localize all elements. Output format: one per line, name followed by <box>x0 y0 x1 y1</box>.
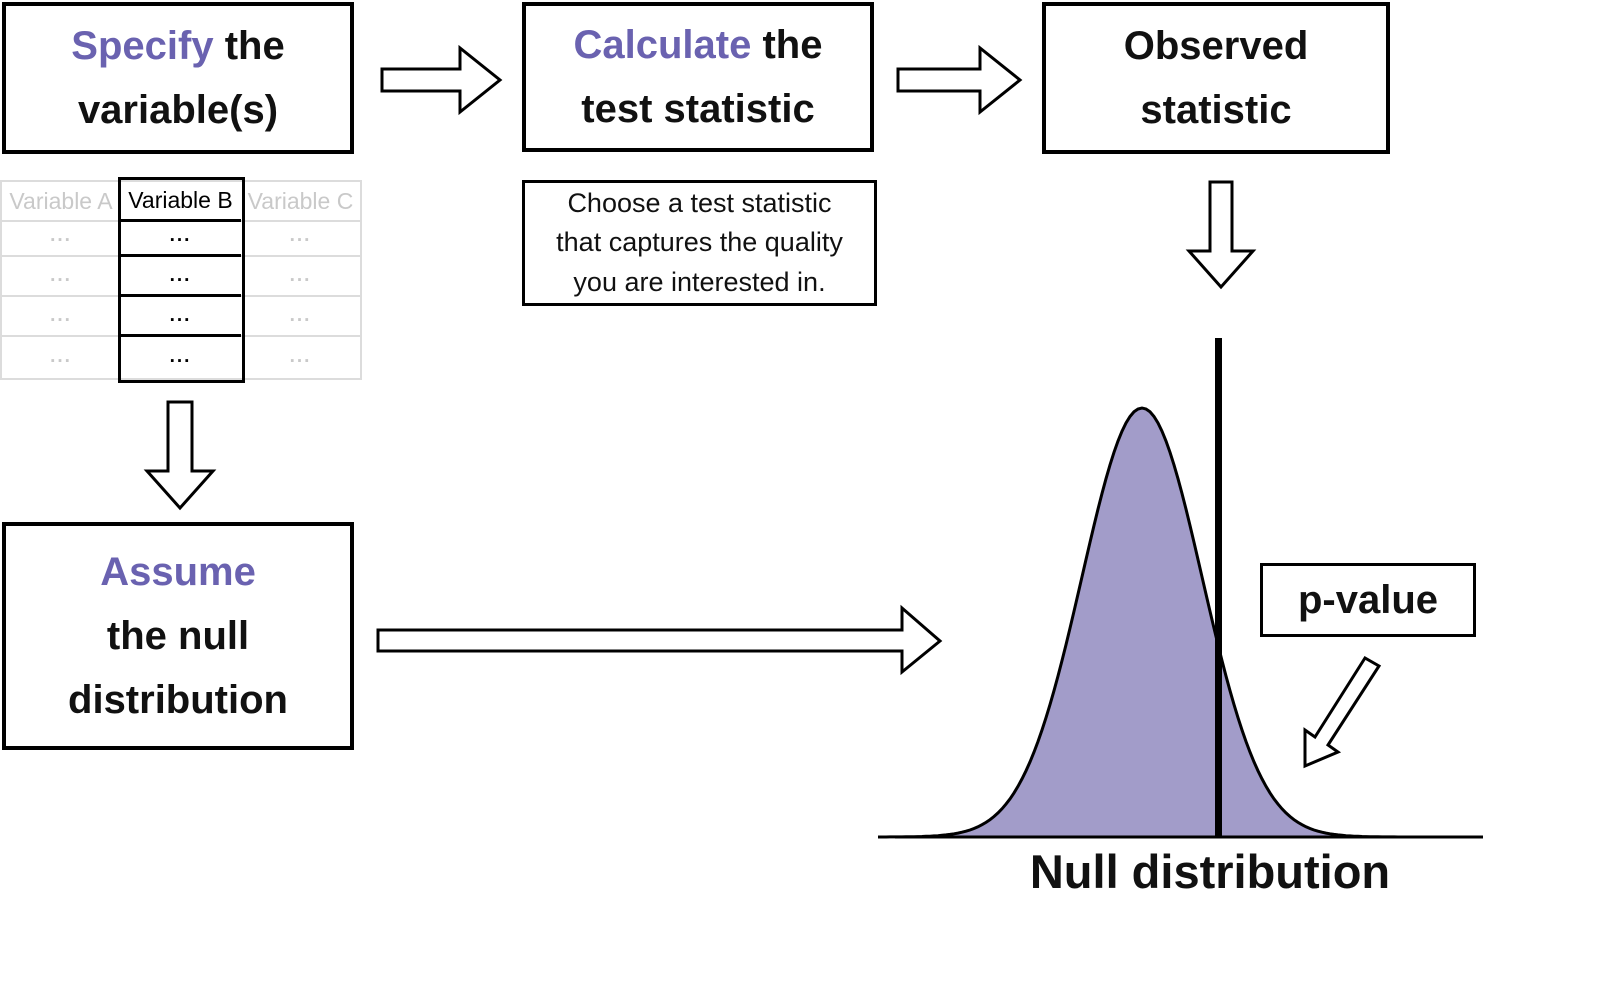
table-cell: ... <box>289 346 312 367</box>
arrow-calculate-to-observed <box>896 44 1023 116</box>
step-title-line: Observed <box>1123 24 1309 68</box>
table-cell: ... <box>2 257 120 297</box>
table-row: ... ... ... <box>2 342 360 382</box>
column-header-variable-a: Variable A <box>2 182 120 222</box>
table-cell: ... <box>241 257 360 297</box>
table-cell: ... <box>241 297 360 337</box>
table-cell-highlighted: ... <box>120 217 241 257</box>
table-cell-highlighted: ... <box>169 346 192 367</box>
table-cell-highlighted: ... <box>120 297 241 337</box>
table-row: ... ... ... <box>2 262 360 302</box>
pvalue-label: p-value <box>1297 577 1439 622</box>
step-title-rest: the <box>213 24 285 68</box>
table-row: ... ... ... <box>2 222 360 262</box>
step-title-line: variable(s) <box>77 88 279 132</box>
table-cell: ... <box>2 297 120 337</box>
null-distribution-label: Null distribution <box>1029 845 1391 898</box>
arrow-specify-to-calculate <box>380 44 503 116</box>
arrow-observed-down <box>1185 180 1257 290</box>
note-line: Choose a test statistic <box>567 188 832 219</box>
step-box-calculate: Calculate the test statistic <box>522 2 874 152</box>
step-title-line: Specify the <box>71 14 284 78</box>
step-title-line: test statistic <box>581 87 815 131</box>
step-title-line: statistic <box>1140 88 1292 132</box>
table-cell-highlighted: ... <box>120 257 241 297</box>
bell-curve-fill <box>878 408 1420 837</box>
column-header-variable-c: Variable C <box>241 182 360 222</box>
arrow-pvalue-pointer <box>1303 655 1382 769</box>
step-title-line: the null <box>106 614 250 658</box>
table-cell: ... <box>241 217 360 257</box>
pvalue-callout: p-value <box>1260 563 1476 637</box>
step-title-line: distribution <box>68 678 288 722</box>
step-keyword: Assume <box>100 550 256 594</box>
step-box-specify: Specify the variable(s) <box>2 2 354 154</box>
step-keyword: Specify <box>71 24 214 68</box>
bell-curve-outline <box>878 406 1418 839</box>
table-cell: ... <box>2 217 120 257</box>
column-header-variable-b: Variable B <box>120 182 241 222</box>
arrow-table-to-assume <box>143 400 217 511</box>
step-title-rest: the <box>751 23 823 67</box>
table-cell: ... <box>50 346 72 367</box>
step-box-assume-null: Assume the null distribution <box>2 522 354 750</box>
variables-table: Variable A Variable B Variable C ... ...… <box>0 180 362 380</box>
step-title-line: Calculate the <box>574 13 823 77</box>
test-statistic-note: Choose a test statistic that captures th… <box>522 180 877 306</box>
note-line: you are interested in. <box>573 266 826 297</box>
step-keyword: Calculate <box>573 23 752 67</box>
table-header-row: Variable A Variable B Variable C <box>2 182 360 222</box>
arrow-assume-to-distribution <box>376 604 943 676</box>
step-box-observed-statistic: Observed statistic <box>1042 2 1390 154</box>
note-line: that captures the quality <box>556 227 843 258</box>
table-row: ... ... ... <box>2 302 360 342</box>
